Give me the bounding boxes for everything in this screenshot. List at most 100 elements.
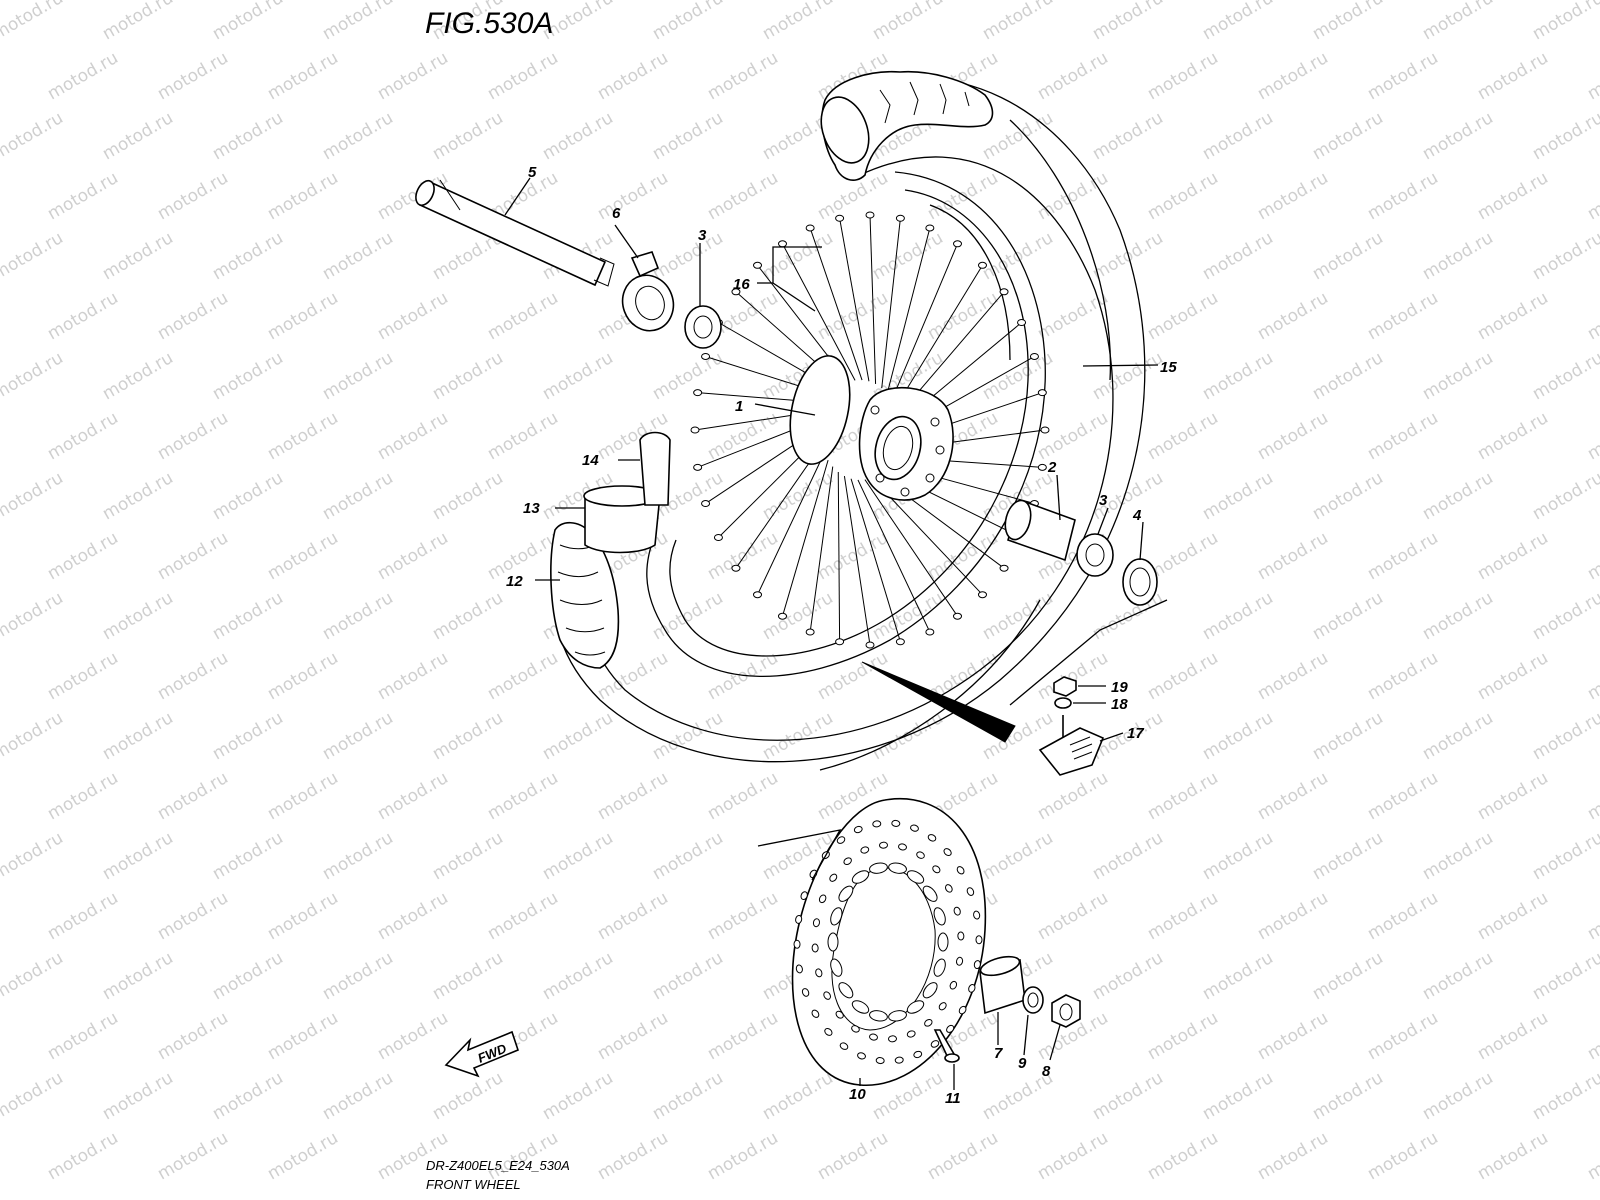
- disc-hole: [869, 1033, 878, 1041]
- tube-13: [583, 485, 661, 554]
- watermark-text: motod.ru: [1309, 228, 1387, 284]
- disc-hole: [966, 887, 975, 896]
- watermark-text: motod.ru: [704, 408, 782, 464]
- leader-lines: [504, 177, 1168, 1090]
- disc-hole: [945, 884, 953, 893]
- watermark-text: motod.ru: [209, 228, 287, 284]
- watermark-text: motod.ru: [44, 648, 122, 704]
- watermark-text: motod.ru: [319, 468, 397, 524]
- watermark-text: motod.ru: [319, 0, 397, 44]
- disc-hole: [812, 918, 821, 928]
- watermark-text: motod.ru: [44, 408, 122, 464]
- watermark-text: motod.ru: [44, 168, 122, 224]
- disc-hole: [973, 910, 981, 920]
- callout-19: 19: [1111, 679, 1128, 696]
- watermark-text: motod.ru: [979, 0, 1057, 44]
- watermark-text: motod.ru: [759, 0, 837, 44]
- disc-hole: [872, 820, 882, 828]
- watermark-text: motod.ru: [649, 348, 727, 404]
- disc-hole: [891, 819, 901, 827]
- bolt-11: [933, 1029, 960, 1063]
- watermark-text: motod.ru: [704, 768, 782, 824]
- watermark-text: motod.ru: [1419, 708, 1497, 764]
- watermark-text: motod.ru: [1309, 948, 1387, 1004]
- spoke-nipple: [701, 352, 711, 360]
- watermark-text: motod.ru: [1364, 528, 1442, 584]
- watermark-text: motod.ru: [1034, 408, 1112, 464]
- watermark-text: motod.ru: [1309, 108, 1387, 164]
- watermark-text: motod.ru: [1144, 288, 1222, 344]
- disc-hole: [839, 1042, 849, 1050]
- watermark-text: motod.ru: [1419, 348, 1497, 404]
- watermark-text: motod.ru: [429, 708, 507, 764]
- spoke-nipple: [731, 564, 741, 572]
- spoke: [891, 243, 958, 401]
- disc-hole: [838, 885, 854, 902]
- spoke-nipple: [865, 641, 875, 649]
- watermark-text: motod.ru: [1364, 48, 1442, 104]
- watermark-text: motod.ru: [649, 828, 727, 884]
- watermark-text: motod.ru: [869, 228, 947, 284]
- watermark-text: motod.ru: [1254, 1128, 1332, 1184]
- watermark-text: motod.ru: [209, 588, 287, 644]
- watermark-text: motod.ru: [429, 828, 507, 884]
- disc-hole: [793, 939, 801, 949]
- watermark-text: motod.ru: [1254, 768, 1332, 824]
- disc-hole: [913, 1050, 923, 1059]
- watermark-text: motod.ru: [44, 768, 122, 824]
- callout-labels: 1 2 3 3 4 5 6 7 8 9 10 11 12 13 14 15 16…: [506, 164, 1177, 1107]
- watermark-text: motod.ru: [924, 1128, 1002, 1184]
- watermark-text: motod.ru: [539, 828, 617, 884]
- disc-hole: [932, 865, 941, 874]
- watermark-text: motod.ru: [1364, 168, 1442, 224]
- watermark-text: motod.ru: [1199, 468, 1277, 524]
- spoke-nipple: [925, 628, 935, 636]
- watermark-text: motod.ru: [429, 108, 507, 164]
- hub-1: [789, 355, 954, 501]
- watermark-text: motod.ru: [1474, 48, 1552, 104]
- spoke-nipple: [977, 591, 987, 599]
- watermark-text: motod.ru: [1034, 768, 1112, 824]
- disc-hole: [795, 914, 803, 924]
- disc-hole: [836, 836, 846, 844]
- collar-6: [621, 251, 675, 332]
- spoke: [857, 479, 931, 633]
- spoke-nipple: [1029, 352, 1039, 360]
- watermark-text: motod.ru: [374, 768, 452, 824]
- spoke-nipple: [753, 591, 763, 599]
- spoke-nipple: [977, 261, 987, 269]
- watermark-text: motod.ru: [209, 948, 287, 1004]
- watermark-text: motod.ru: [1199, 0, 1277, 44]
- nut-8: [1051, 994, 1081, 1028]
- spoke-nipple: [953, 612, 962, 620]
- watermark-text: motod.ru: [1309, 708, 1387, 764]
- watermark-text: motod.ru: [539, 948, 617, 1004]
- disc-hole: [898, 843, 907, 851]
- disc-hole: [906, 1000, 925, 1014]
- watermark-text: motod.ru: [1529, 948, 1600, 1004]
- watermark-text: motod.ru: [319, 1068, 397, 1124]
- watermark-text: motod.ru: [1419, 588, 1497, 644]
- disc-hole: [930, 1040, 940, 1048]
- figure-title: FIG.530A: [425, 7, 553, 40]
- watermark-text: motod.ru: [1199, 348, 1277, 404]
- disc-hole: [937, 932, 949, 952]
- spoke: [843, 475, 871, 646]
- callout-11: 11: [945, 1090, 961, 1107]
- watermark-text: motod.ru: [264, 408, 342, 464]
- disc-hole: [933, 907, 946, 926]
- watermark-text: motod.ru: [264, 888, 342, 944]
- spoke: [757, 452, 825, 595]
- watermark-text: motod.ru: [209, 0, 287, 44]
- watermark-text: motod.ru: [264, 1128, 342, 1184]
- spoke: [850, 478, 901, 642]
- disc-hole: [824, 1027, 833, 1036]
- watermark-text: motod.ru: [264, 288, 342, 344]
- callout-15: 15: [1160, 359, 1177, 376]
- spoke-nipple: [999, 564, 1009, 572]
- pointer-wedge: [861, 661, 1016, 743]
- watermark-text: motod.ru: [209, 828, 287, 884]
- watermark-text: motod.ru: [649, 108, 727, 164]
- disc-hole: [823, 991, 831, 1000]
